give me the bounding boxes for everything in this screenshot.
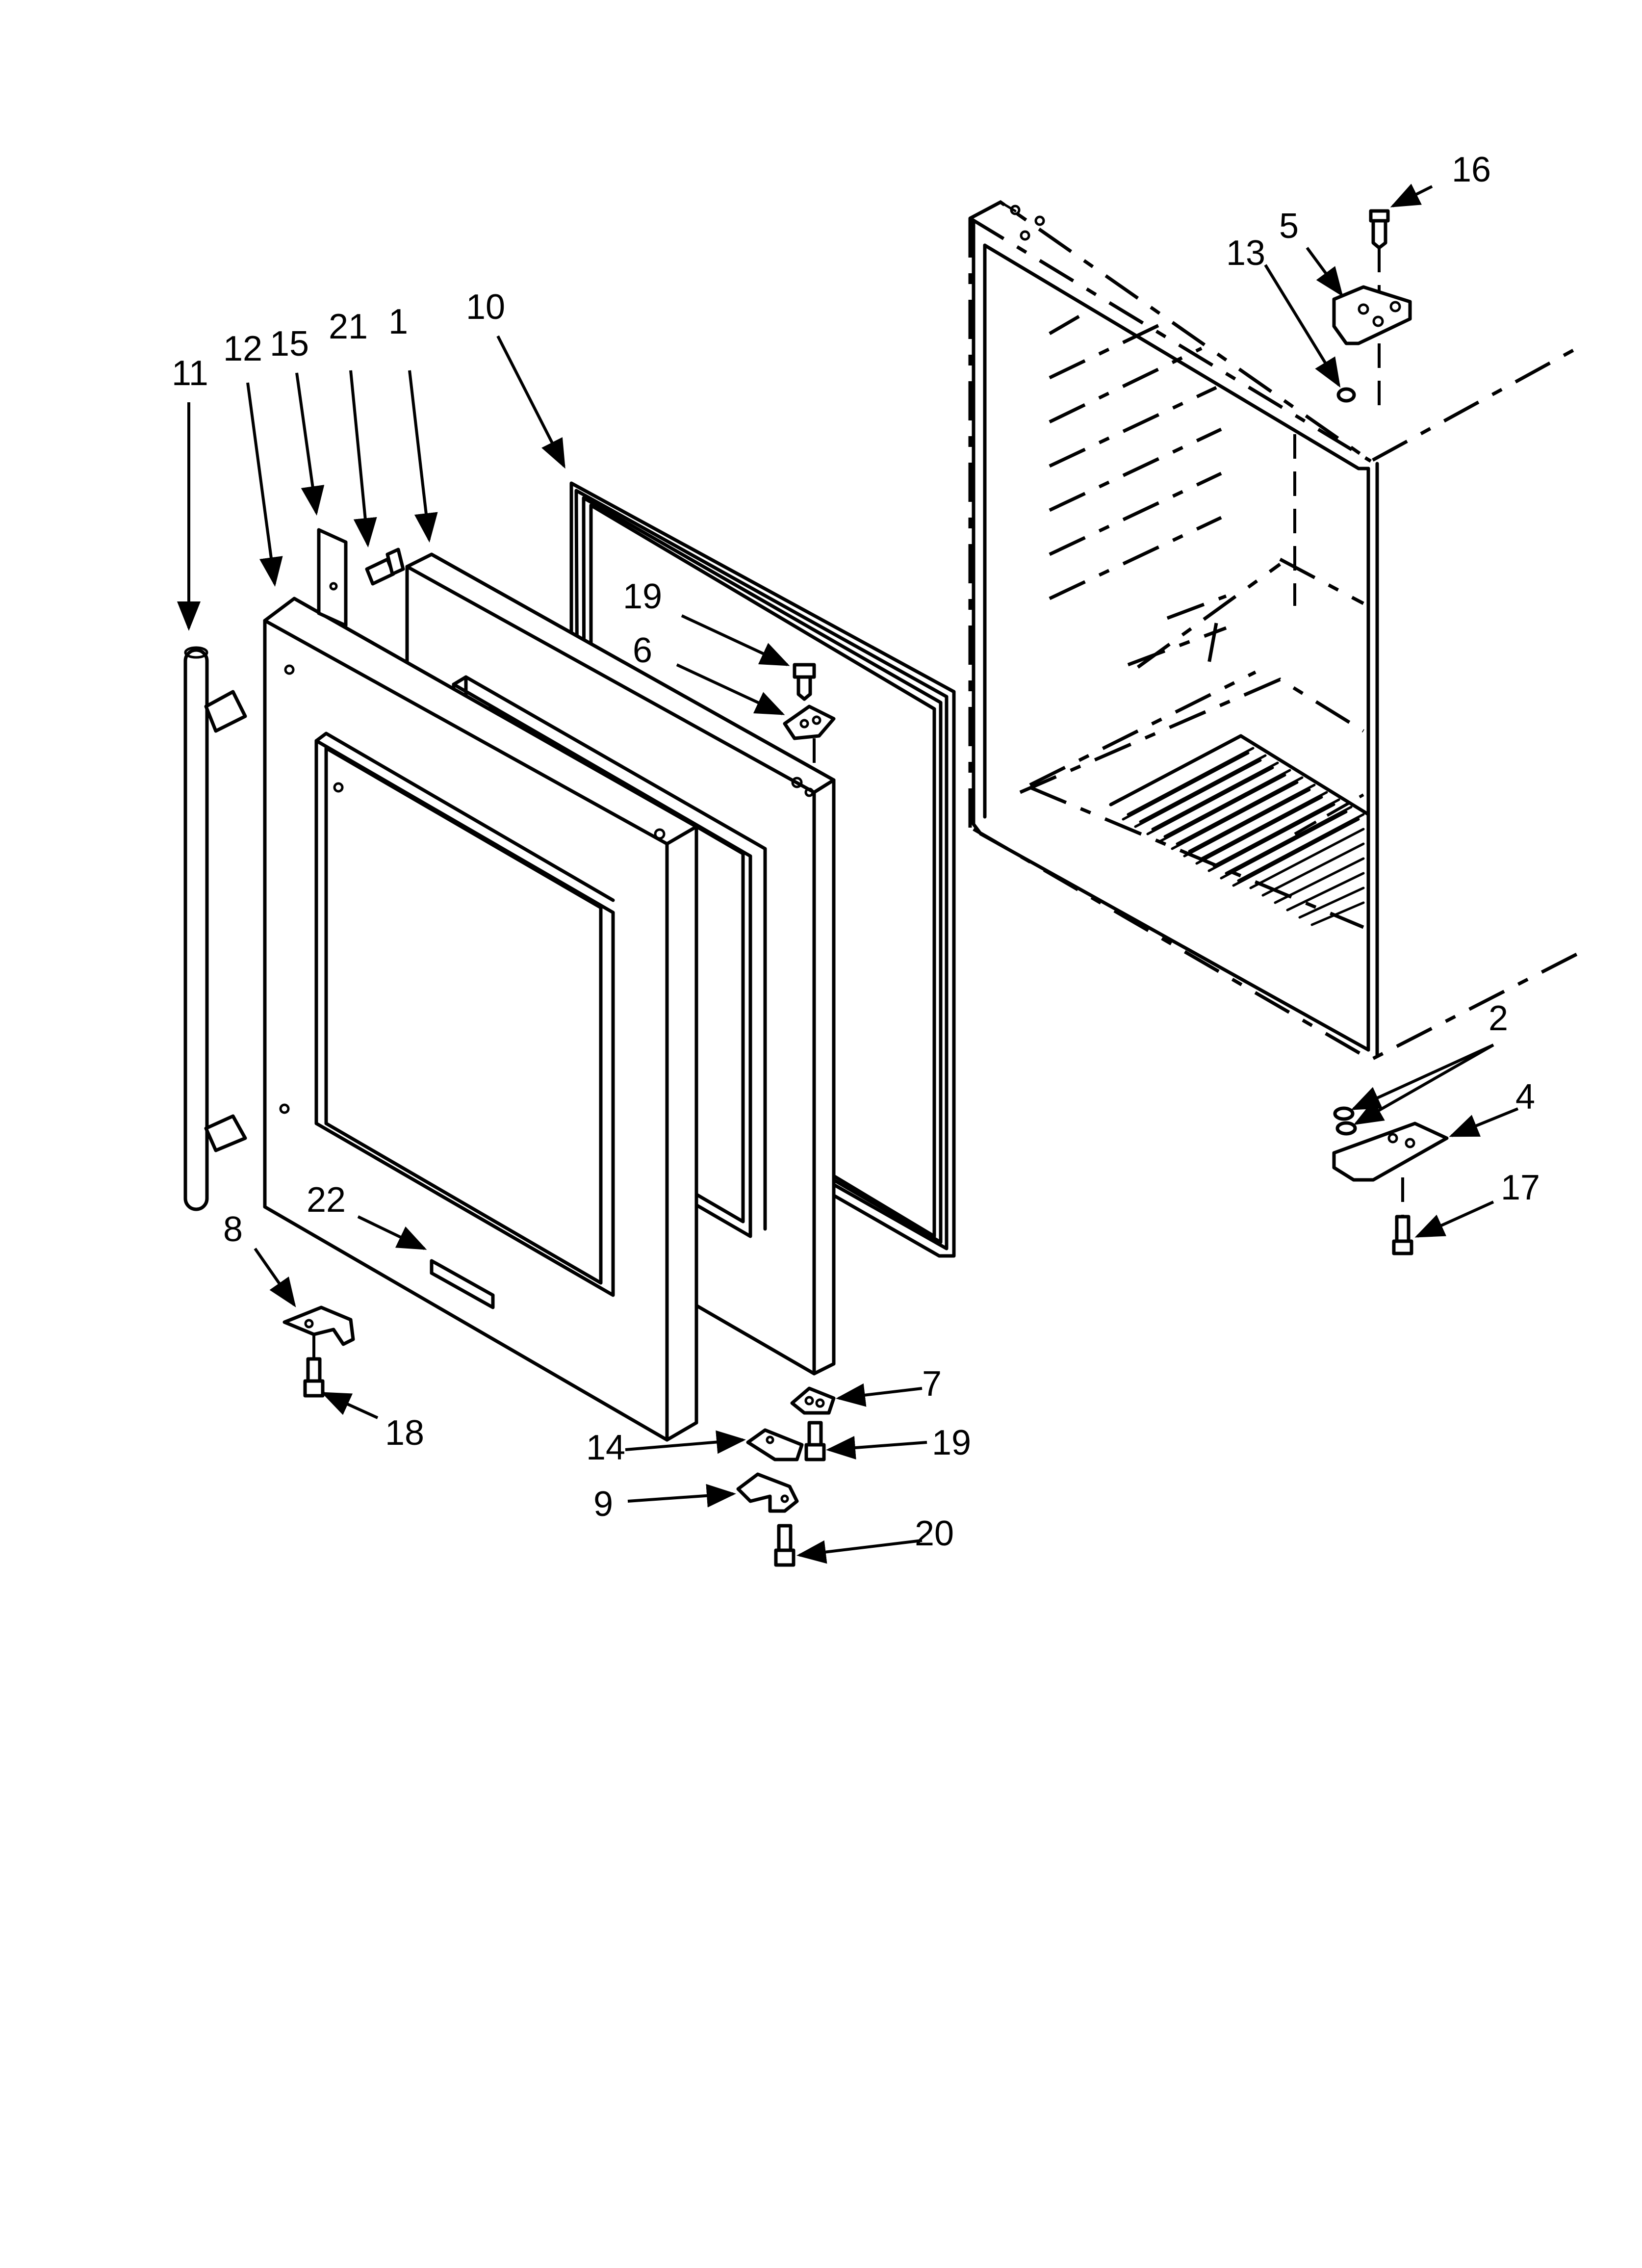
- callout-21: 21: [329, 307, 368, 346]
- outer-door-frame: [263, 597, 698, 1442]
- spacer-strip: [317, 528, 348, 627]
- callout-22: 22: [307, 1180, 346, 1220]
- bottom-hinge: [1332, 1121, 1449, 1217]
- callout-10: 10: [466, 287, 505, 327]
- callout-11: 11: [172, 354, 208, 393]
- callout-18: 18: [385, 1413, 424, 1453]
- callout-19-lower: 19: [932, 1423, 971, 1462]
- callout-5: 5: [1279, 207, 1299, 246]
- callout-12: 12: [223, 329, 262, 368]
- screw-19-upper: [793, 663, 816, 701]
- callout-9: 9: [593, 1485, 613, 1524]
- screw-19-lower: [804, 1421, 826, 1461]
- top-hinge: [1332, 285, 1412, 407]
- plate-14: [746, 1428, 804, 1461]
- screw-21: [365, 547, 405, 586]
- bracket-9: [736, 1472, 799, 1513]
- callout-6: 6: [633, 631, 652, 670]
- cabinet-outline: [968, 200, 1578, 1062]
- callout-20: 20: [915, 1514, 954, 1553]
- screw-18: [303, 1357, 325, 1398]
- callout-7: 7: [922, 1364, 942, 1404]
- callout-4: 4: [1515, 1077, 1535, 1117]
- callout-16: 16: [1452, 150, 1491, 189]
- bottom-grille: [1109, 734, 1370, 926]
- plate-7: [790, 1386, 836, 1415]
- screw-17: [1392, 1215, 1413, 1255]
- bushing-13: [1336, 387, 1356, 403]
- bracket-8: [282, 1305, 355, 1359]
- callout-14: 14: [586, 1428, 625, 1467]
- callout-19-upper: 19: [623, 577, 662, 616]
- callout-17: 17: [1501, 1168, 1540, 1207]
- callout-1: 1: [388, 302, 408, 341]
- callout-8: 8: [223, 1210, 243, 1249]
- callout-2: 2: [1488, 999, 1508, 1038]
- callout-labels: 1 2 4 5 6 7 8 9 10 11 12 13 14 15 16 17 …: [172, 150, 1540, 1553]
- washers: [1333, 1106, 1357, 1136]
- screw-20: [774, 1524, 795, 1567]
- hinge-plate-6: [783, 704, 836, 775]
- callout-13: 13: [1226, 234, 1265, 273]
- callout-15: 15: [270, 324, 309, 364]
- leader-lines: [177, 183, 1519, 1564]
- door-handle: [183, 646, 247, 1211]
